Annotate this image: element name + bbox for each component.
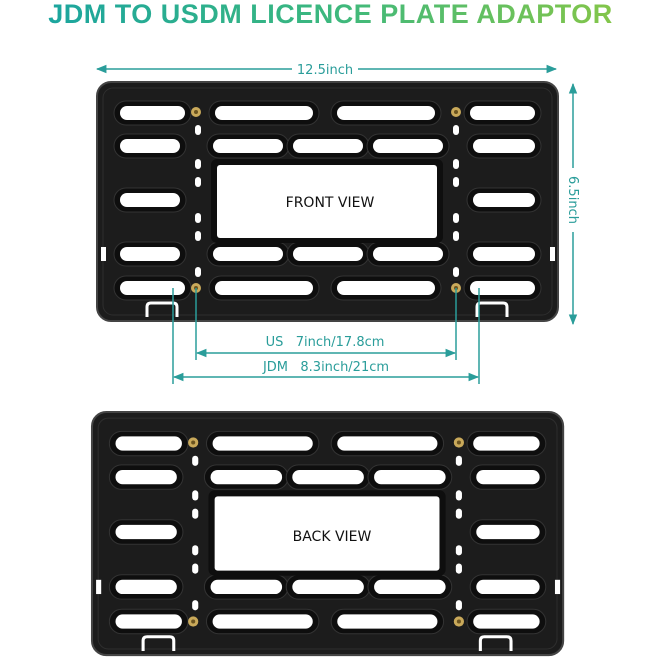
slot xyxy=(476,524,540,540)
slot xyxy=(215,281,313,295)
bottom-notch xyxy=(145,301,179,317)
slot xyxy=(215,106,313,120)
slot xyxy=(292,579,364,595)
slot xyxy=(213,139,283,153)
vertical-hole xyxy=(453,231,459,241)
plate-rim xyxy=(97,417,558,650)
screw-hole xyxy=(454,110,458,114)
slot xyxy=(120,106,185,120)
us-spacing-dimension xyxy=(195,288,457,360)
slot xyxy=(373,247,443,261)
slot xyxy=(473,193,535,207)
vertical-hole xyxy=(195,267,201,277)
slot xyxy=(373,139,443,153)
slot xyxy=(374,469,446,485)
slot xyxy=(210,579,283,595)
screw-hole xyxy=(456,619,461,624)
slot xyxy=(337,614,438,629)
bottom-notch xyxy=(478,635,513,651)
screw-hole xyxy=(191,619,196,624)
center-window xyxy=(214,496,440,571)
front-view-plate xyxy=(96,81,559,322)
slot xyxy=(473,614,540,629)
slot xyxy=(120,247,180,261)
slot xyxy=(212,436,313,451)
vertical-hole xyxy=(192,563,199,574)
slot xyxy=(115,524,177,540)
vertical-hole xyxy=(453,159,459,169)
screw-hole xyxy=(191,440,196,445)
side-notch xyxy=(96,579,102,595)
front-view-label: FRONT VIEW xyxy=(286,195,375,211)
height-label: 6.5inch xyxy=(565,176,580,224)
side-notch xyxy=(101,247,106,261)
slot xyxy=(115,614,182,629)
back-view-plate xyxy=(90,410,565,657)
slot xyxy=(476,469,540,485)
vertical-hole xyxy=(455,545,462,556)
page-title: JDM TO USDM LICENCE PLATE ADAPTOR xyxy=(0,0,661,28)
vertical-hole xyxy=(453,177,459,187)
vertical-hole xyxy=(455,508,462,519)
slot xyxy=(374,579,446,595)
slot xyxy=(293,247,363,261)
vertical-hole xyxy=(192,545,199,556)
slot xyxy=(476,579,540,595)
vertical-hole xyxy=(455,490,462,501)
vertical-hole xyxy=(195,177,201,187)
slot xyxy=(212,614,313,629)
vertical-hole xyxy=(192,490,199,501)
vertical-hole xyxy=(455,563,462,574)
plate-rim xyxy=(102,87,553,316)
screw-hole xyxy=(456,440,461,445)
slot xyxy=(115,469,177,485)
bottom-notch xyxy=(141,635,176,651)
vertical-hole xyxy=(195,213,201,223)
slot xyxy=(473,247,535,261)
center-window xyxy=(217,165,437,238)
jdm-spacing-label: JDM 8.3inch/21cm xyxy=(262,360,389,375)
slot xyxy=(337,281,435,295)
vertical-hole xyxy=(455,455,462,466)
vertical-hole xyxy=(195,125,201,135)
vertical-hole xyxy=(453,213,459,223)
slot xyxy=(120,281,185,295)
slot xyxy=(470,281,535,295)
slot xyxy=(120,139,180,153)
vertical-hole xyxy=(192,508,199,519)
slot xyxy=(470,106,535,120)
slot xyxy=(473,436,540,451)
jdm-spacing-dimension xyxy=(172,288,480,384)
screw-hole xyxy=(194,110,198,114)
side-notch xyxy=(554,579,561,595)
slot xyxy=(115,436,182,451)
slot xyxy=(120,193,180,207)
vertical-hole xyxy=(453,125,459,135)
vertical-hole xyxy=(453,267,459,277)
width-label: 12.5inch xyxy=(297,63,353,78)
vertical-hole xyxy=(195,159,201,169)
vertical-hole xyxy=(192,455,199,466)
back-view-label: BACK VIEW xyxy=(293,529,372,545)
slot xyxy=(337,106,435,120)
slot xyxy=(337,436,438,451)
bottom-notch xyxy=(475,301,509,317)
slot xyxy=(293,139,363,153)
vertical-hole xyxy=(192,600,199,611)
vertical-hole xyxy=(195,231,201,241)
slot xyxy=(213,247,283,261)
us-spacing-label: US 7inch/17.8cm xyxy=(266,335,385,350)
vertical-hole xyxy=(455,600,462,611)
slot xyxy=(292,469,364,485)
slot xyxy=(115,579,177,595)
slot xyxy=(210,469,283,485)
side-notch xyxy=(550,247,555,261)
slot xyxy=(473,139,535,153)
